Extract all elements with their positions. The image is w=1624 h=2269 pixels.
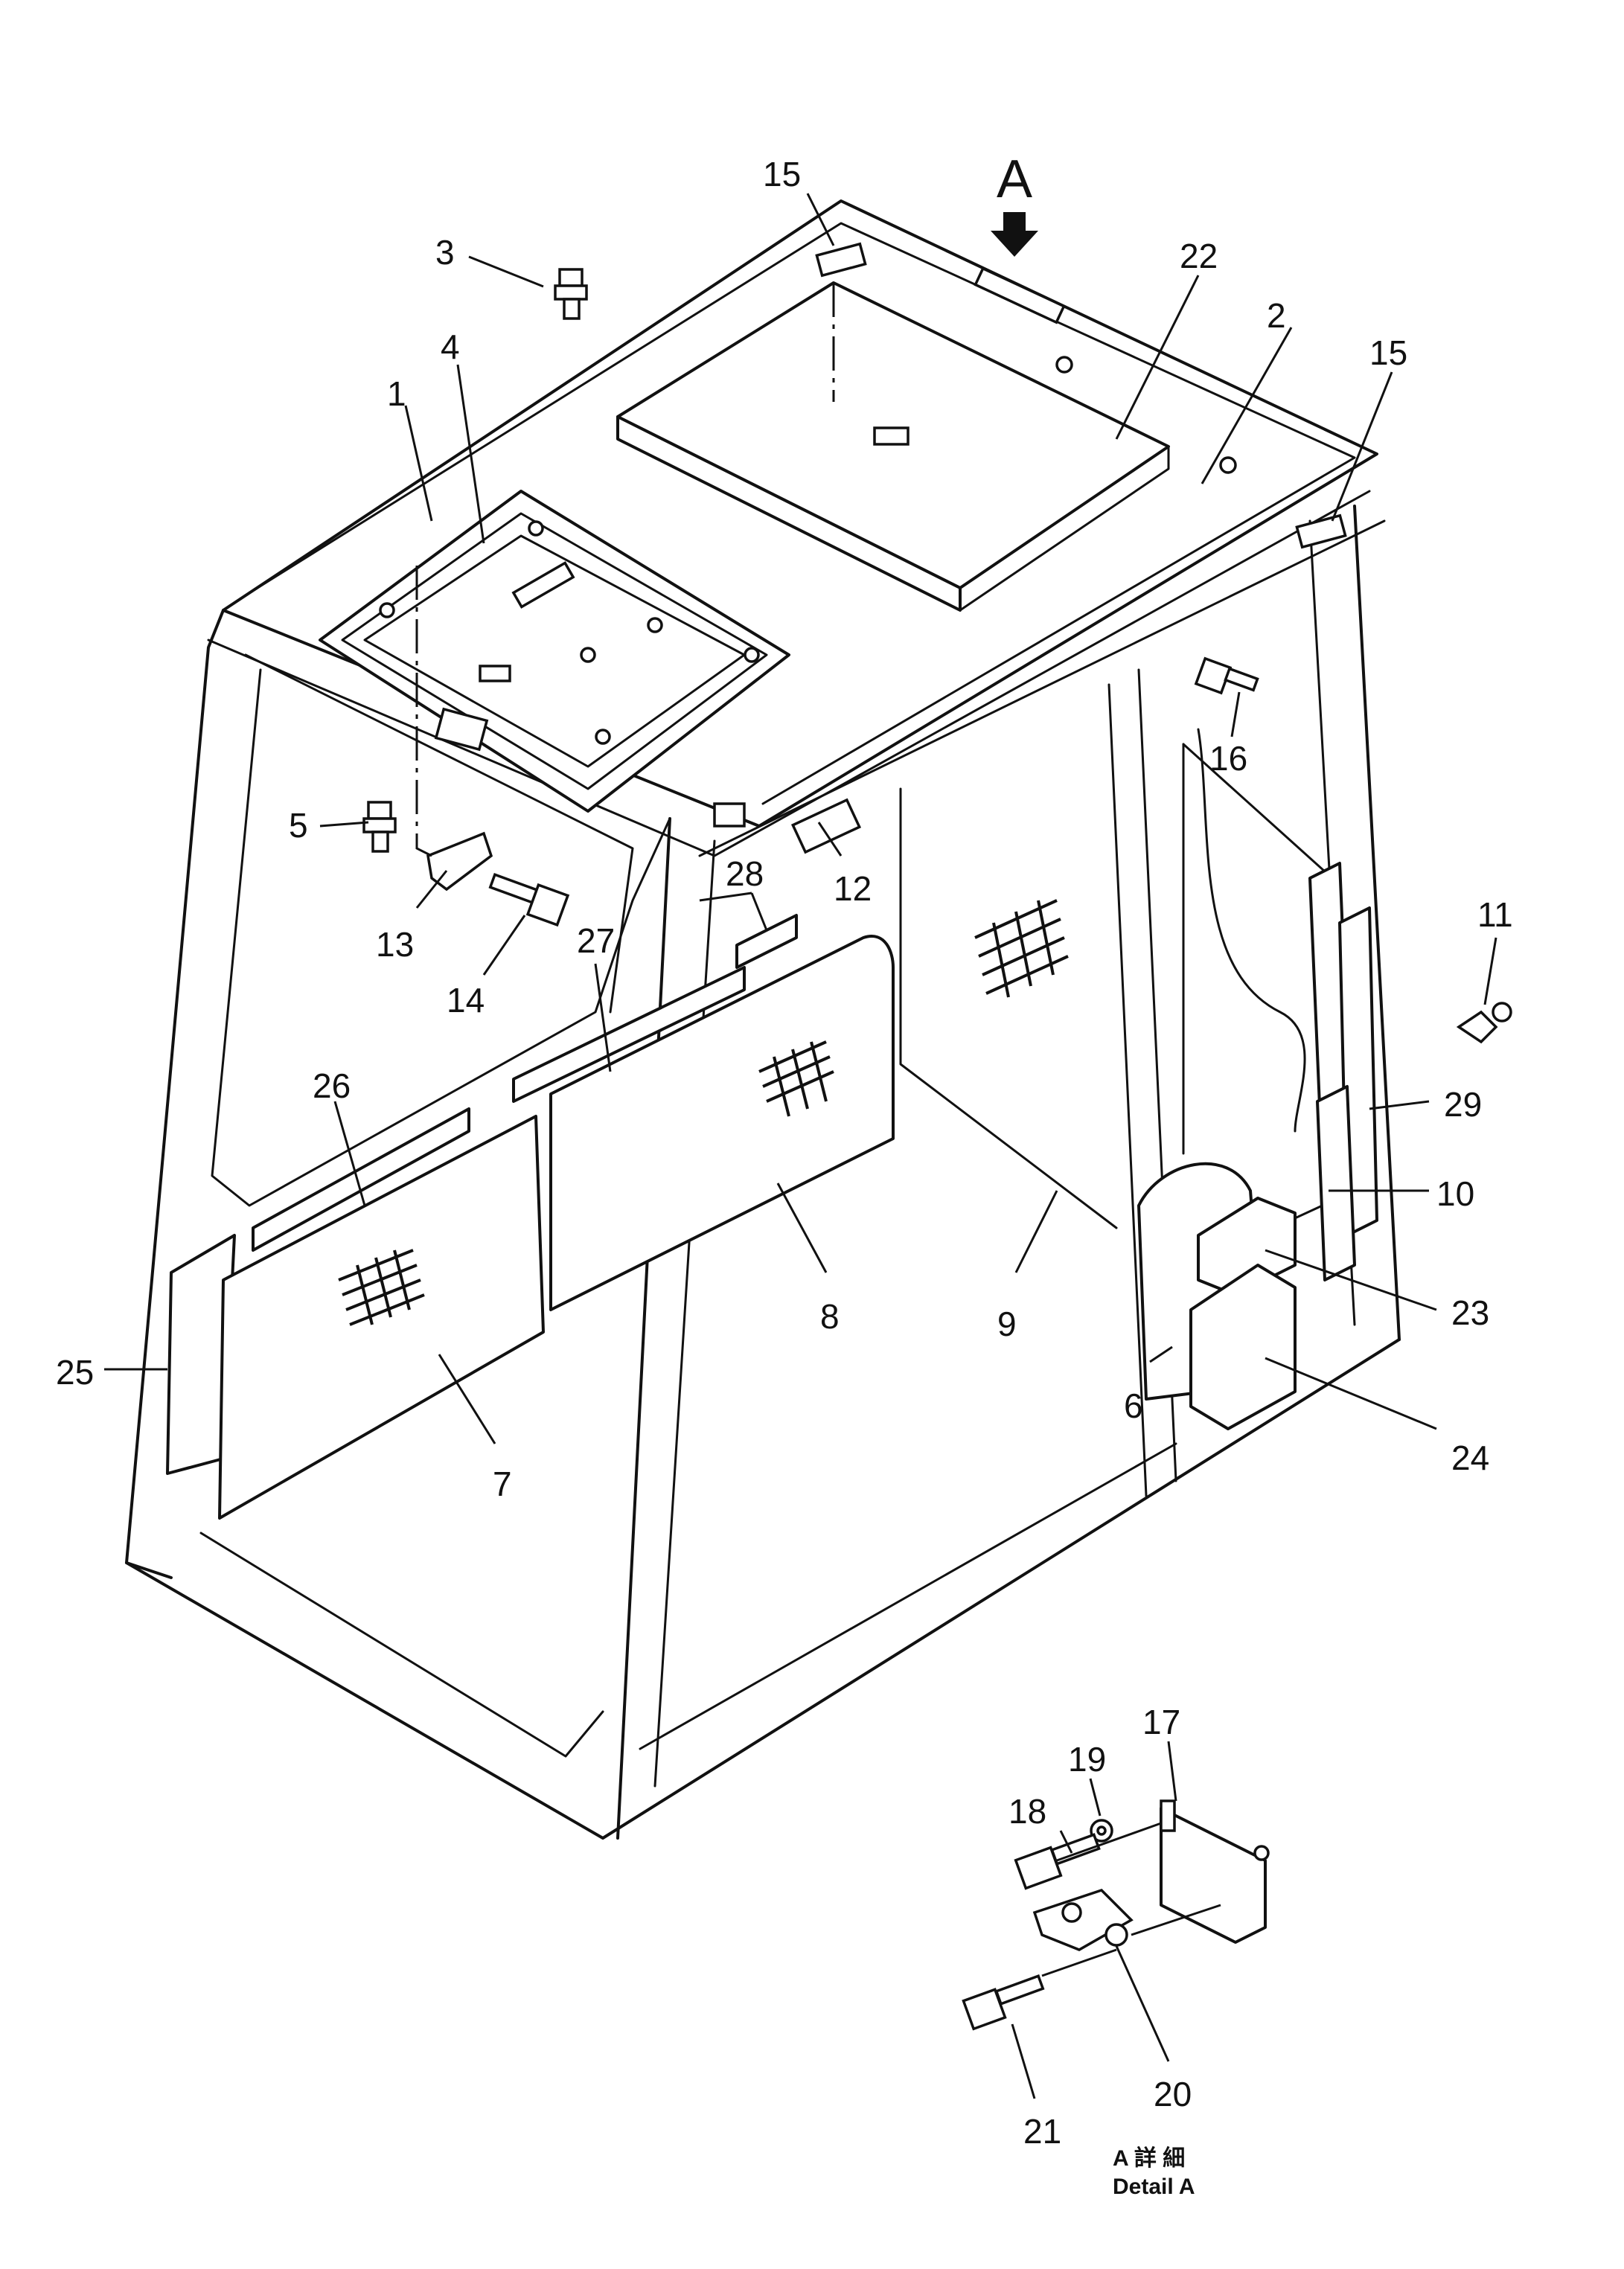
bolt-14 [488, 873, 570, 927]
callout-4: 4 [441, 327, 460, 366]
mesh-pattern-8 [758, 1040, 834, 1117]
callout-15-left: 15 [763, 155, 801, 193]
roof-panel [616, 281, 1170, 612]
bolt-16 [1194, 656, 1259, 695]
mesh-pattern-back [974, 899, 1069, 998]
callout-1: 1 [387, 374, 406, 413]
callout-6: 6 [1124, 1386, 1143, 1425]
bracket-17 [1160, 1807, 1267, 1944]
callout-12: 12 [834, 869, 872, 908]
callout-17: 17 [1142, 1703, 1180, 1741]
callout-18: 18 [1008, 1792, 1046, 1831]
callout-25: 25 [56, 1353, 94, 1392]
roof-brackets [434, 242, 1347, 854]
callout-5: 5 [289, 806, 308, 845]
callout-23: 23 [1451, 1293, 1489, 1332]
detail-caption-en: Detail A [1113, 2174, 1195, 2199]
callout-11: 11 [1477, 895, 1513, 934]
detail-caption-jp: A 詳 細 [1113, 2145, 1185, 2171]
callout-28: 28 [726, 854, 764, 893]
trim-panels [166, 862, 1378, 1520]
callout-27: 27 [577, 921, 615, 960]
bracket-15-right [1295, 513, 1347, 549]
callout-24: 24 [1451, 1438, 1489, 1477]
callout-13: 13 [376, 925, 414, 964]
callout-2: 2 [1267, 296, 1286, 335]
roof-hatch [319, 490, 790, 813]
callout-22: 22 [1180, 237, 1218, 275]
callout-labels: 1 2 3 4 5 6 7 8 9 10 11 12 13 14 15 15 1… [56, 155, 1513, 2151]
callout-16: 16 [1209, 739, 1247, 778]
detail-caption: A 詳 細 Detail A [1113, 2145, 1195, 2199]
view-arrow-a: A [991, 150, 1038, 257]
clip-11 [1456, 1002, 1512, 1044]
callout-15-right: 15 [1369, 333, 1407, 372]
callout-10: 10 [1436, 1174, 1474, 1213]
callout-leaders [104, 193, 1497, 2099]
callout-3: 3 [435, 233, 455, 272]
mesh-pattern-7 [338, 1249, 425, 1326]
callout-9: 9 [997, 1305, 1017, 1343]
callout-29: 29 [1444, 1085, 1482, 1124]
bracket-15-left [815, 242, 867, 278]
callout-20: 20 [1154, 2075, 1192, 2113]
bolt-3 [554, 268, 588, 320]
callout-26: 26 [313, 1066, 351, 1105]
callout-19: 19 [1068, 1740, 1106, 1779]
callout-7: 7 [493, 1465, 512, 1503]
detail-a-assembly [962, 1799, 1270, 2031]
view-label: A [997, 150, 1032, 209]
callout-8: 8 [820, 1297, 840, 1336]
callout-21: 21 [1023, 2112, 1061, 2151]
bolt-5 [362, 801, 397, 853]
callout-14: 14 [447, 981, 485, 1020]
